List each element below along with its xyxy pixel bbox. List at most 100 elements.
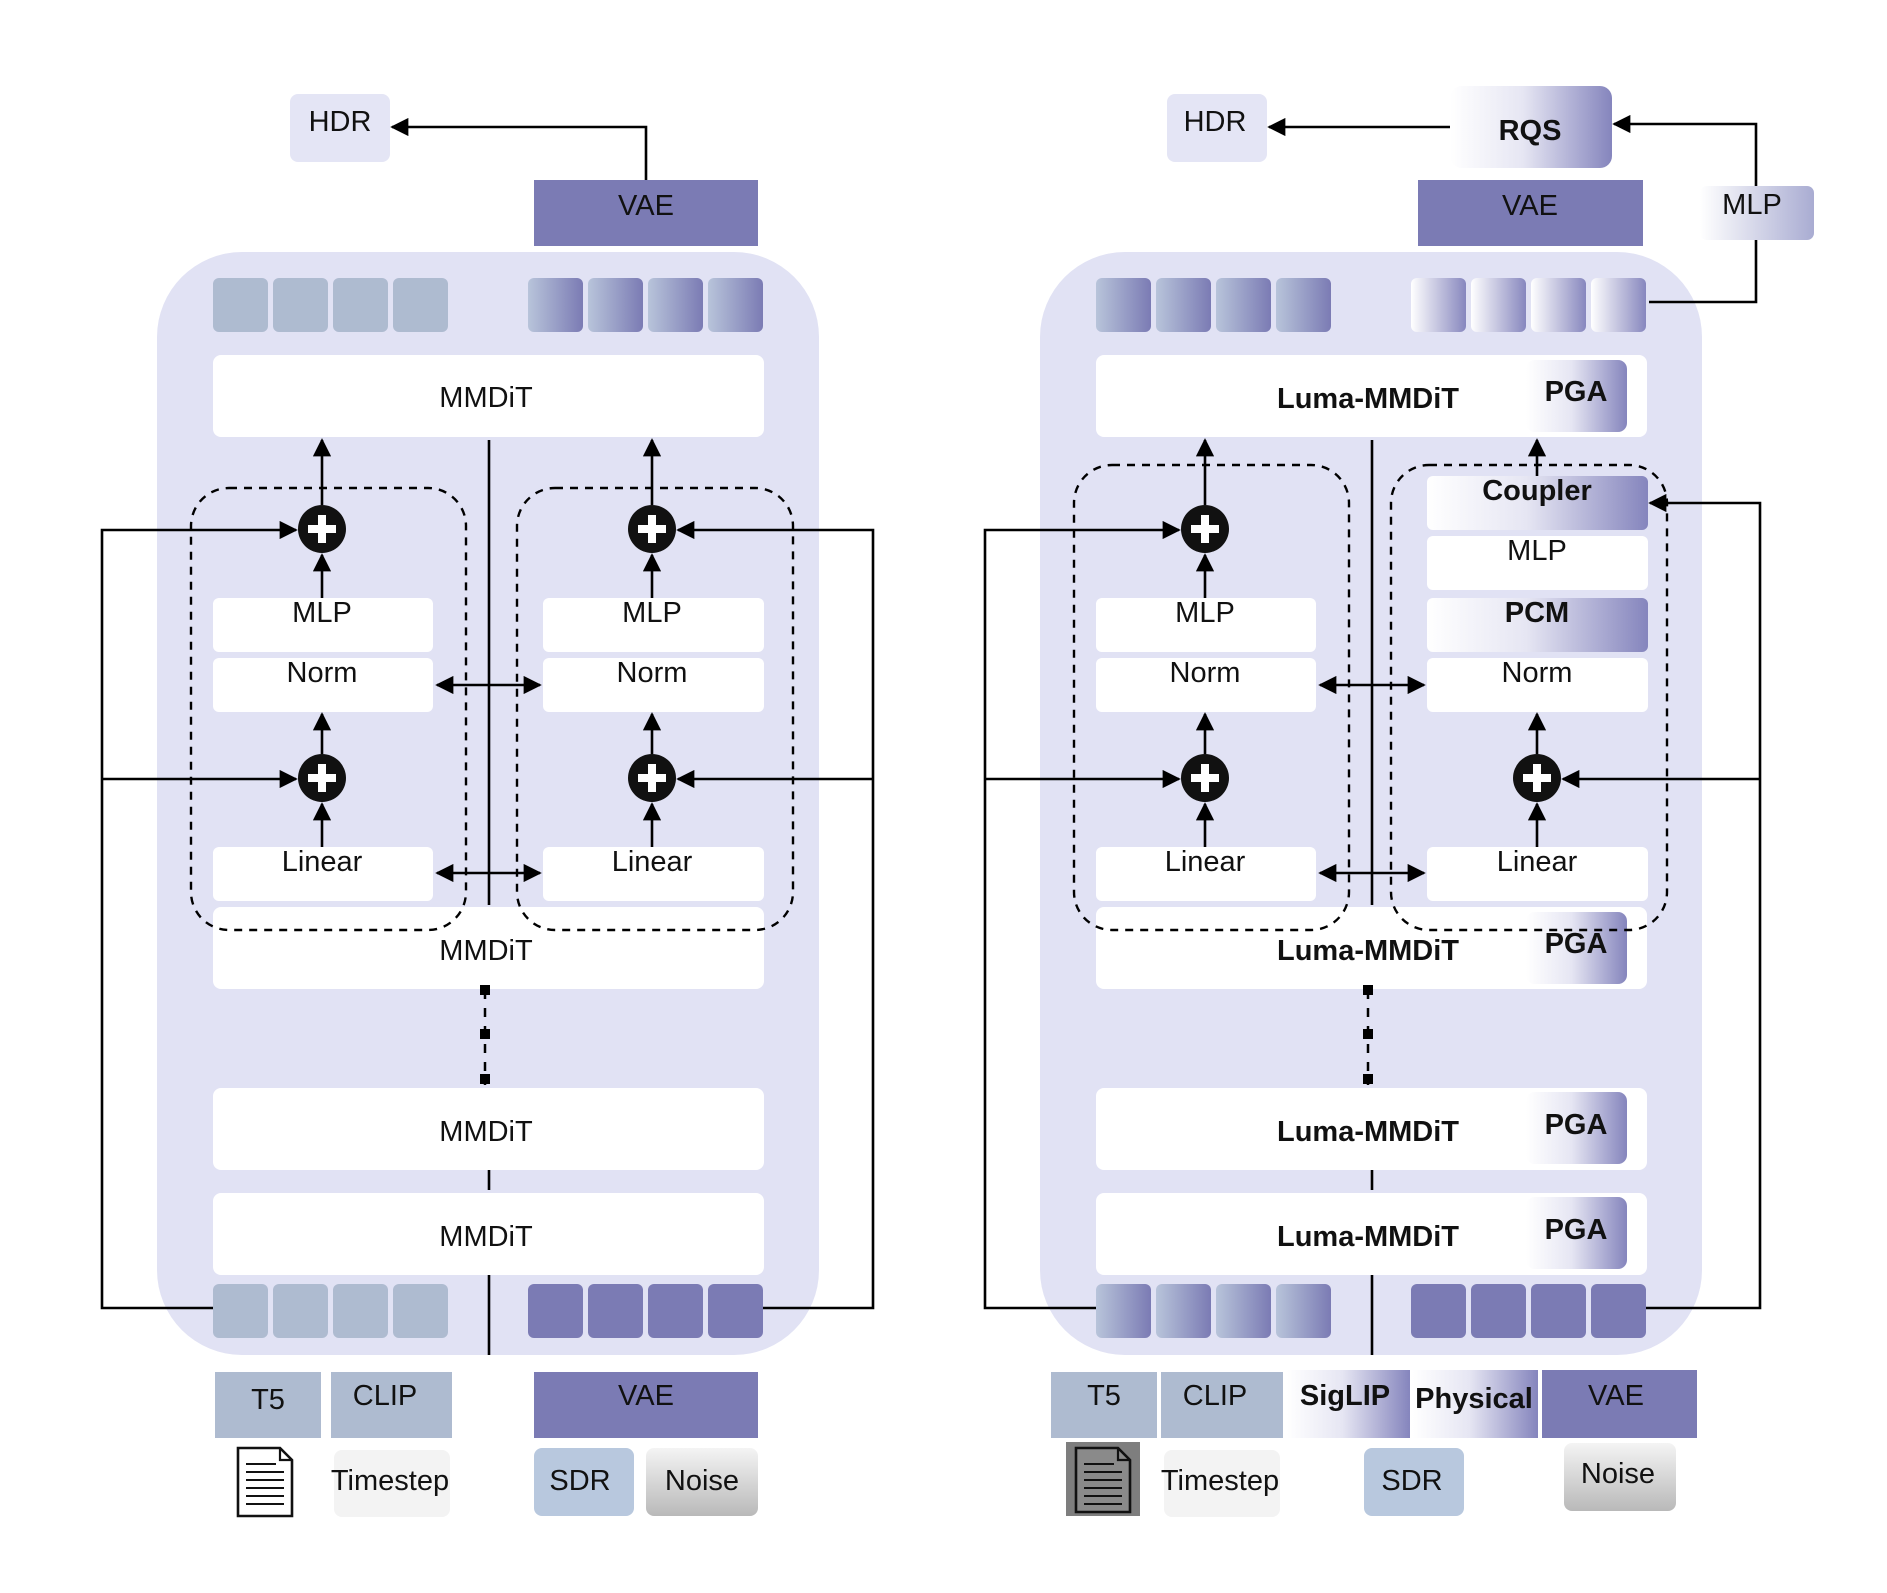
right-ellipsis-dot — [1363, 1029, 1373, 1039]
right-image-mlp-label: MLP — [1507, 535, 1567, 567]
right-panel: HDR RQS VAE MLP Luma-MMDiT PGA — [983, 86, 1814, 1517]
left-sdr-label: SDR — [549, 1465, 610, 1497]
right-pga-label: PGA — [1545, 1214, 1608, 1246]
right-top-text-token — [1156, 278, 1211, 332]
left-text-branch-group — [189, 486, 468, 932]
right-bottom-image-token — [1591, 1284, 1646, 1338]
right-sdr-box — [1364, 1448, 1464, 1516]
left-t5-box — [215, 1372, 321, 1438]
left-clip-box — [331, 1372, 452, 1438]
right-coupler-box — [1427, 476, 1648, 530]
right-document-icon — [1066, 1442, 1140, 1516]
left-mmdit-block — [213, 907, 764, 989]
right-top-image-token — [1591, 278, 1646, 332]
left-timestep-box — [334, 1450, 450, 1517]
right-pga-label: PGA — [1545, 928, 1608, 960]
right-pcm-box — [1427, 598, 1648, 652]
right-image-linear-label: Linear — [1497, 846, 1578, 878]
left-mmdit-label: MMDiT — [439, 1221, 533, 1253]
left-top-image-token — [528, 278, 583, 332]
left-image-linear-box — [543, 847, 764, 901]
right-text-skip-wire — [983, 520, 1181, 1310]
right-plus-icon — [1513, 754, 1561, 802]
right-noise-label: Noise — [1581, 1458, 1655, 1490]
left-plus-icon — [298, 505, 346, 553]
left-bottom-tokens — [213, 1284, 763, 1338]
right-ellipsis-dot — [1363, 985, 1373, 995]
right-text-linear-label: Linear — [1165, 846, 1246, 878]
right-vae-input-box — [1542, 1370, 1697, 1438]
left-vae-to-hdr-arrow — [390, 117, 648, 180]
right-top-image-token — [1411, 278, 1466, 332]
left-image-skip-wire — [676, 520, 875, 1310]
left-text-linear-label: Linear — [282, 846, 363, 878]
left-mmdit-label: MMDiT — [439, 935, 533, 967]
left-text-norm-box — [213, 658, 433, 712]
right-timestep-box — [1164, 1450, 1280, 1517]
right-mlp-to-rqs-arrow — [1612, 114, 1758, 186]
right-text-mlp-label: MLP — [1175, 597, 1235, 629]
right-sdr-label: SDR — [1381, 1465, 1442, 1497]
right-t5-label: T5 — [1087, 1380, 1121, 1412]
left-mmdit-block — [213, 1193, 764, 1275]
left-bottom-text-token — [333, 1284, 388, 1338]
left-bottom-image-token — [528, 1284, 583, 1338]
left-sdr-box — [534, 1448, 634, 1516]
left-bottom-text-token — [273, 1284, 328, 1338]
right-physical-label: Physical — [1415, 1383, 1533, 1415]
right-bottom-tokens — [1096, 1284, 1646, 1338]
left-bottom-text-token — [213, 1284, 268, 1338]
left-panel: HDR VAE MMDiT MMDiT MMDiT MMDiT — [100, 94, 875, 1518]
right-bottom-text-token — [1276, 1284, 1331, 1338]
right-text-linear-box — [1096, 847, 1316, 901]
right-mlp-side-box — [1700, 186, 1814, 240]
right-pga-box — [1526, 1197, 1627, 1269]
left-hdr-box — [290, 94, 390, 162]
right-bottom-text-token — [1156, 1284, 1211, 1338]
right-t5-box — [1051, 1372, 1157, 1438]
right-plus-icon — [1181, 505, 1229, 553]
right-vae-input-label: VAE — [1588, 1380, 1644, 1412]
left-mmdit-block — [213, 355, 764, 437]
left-text-linear-box — [213, 847, 433, 901]
right-bottom-image-token — [1531, 1284, 1586, 1338]
right-coupler-label: Coupler — [1482, 475, 1592, 507]
left-document-icon — [236, 1446, 294, 1518]
right-image-norm-box — [1427, 658, 1648, 712]
left-top-tokens — [213, 278, 763, 332]
left-top-image-token — [708, 278, 763, 332]
right-hdr-label: HDR — [1184, 106, 1247, 138]
left-top-text-token — [213, 278, 268, 332]
right-luma-block — [1096, 355, 1647, 437]
right-text-norm-box — [1096, 658, 1316, 712]
right-luma-block — [1096, 1088, 1647, 1170]
left-top-text-token — [273, 278, 328, 332]
left-vae-top-label: VAE — [618, 190, 674, 222]
right-top-text-token — [1096, 278, 1151, 332]
left-image-norm-box — [543, 658, 764, 712]
right-luma-label: Luma-MMDiT — [1277, 1221, 1459, 1253]
left-hdr-label: HDR — [309, 106, 372, 138]
left-t5-label: T5 — [251, 1384, 285, 1416]
left-image-branch-group — [515, 486, 795, 932]
left-image-linear-label: Linear — [612, 846, 693, 878]
right-vae-top-label: VAE — [1502, 190, 1558, 222]
right-token-to-mlp-wire — [1649, 240, 1758, 304]
right-luma-label: Luma-MMDiT — [1277, 1116, 1459, 1148]
left-mmdit-label: MMDiT — [439, 382, 533, 414]
right-physical-box — [1413, 1370, 1538, 1438]
right-image-mlp-box — [1427, 536, 1648, 590]
right-bottom-text-token — [1216, 1284, 1271, 1338]
left-vae-top — [534, 180, 758, 246]
right-siglip-box — [1287, 1370, 1410, 1438]
right-top-image-token — [1471, 278, 1526, 332]
left-plus-icon — [628, 505, 676, 553]
left-plus-icon — [628, 754, 676, 802]
right-clip-label: CLIP — [1183, 1380, 1247, 1412]
right-top-text-token — [1216, 278, 1271, 332]
right-text-branch-group — [1072, 463, 1351, 932]
right-rqs-box — [1450, 86, 1612, 168]
left-bottom-text-token — [393, 1284, 448, 1338]
right-pga-label: PGA — [1545, 376, 1608, 408]
